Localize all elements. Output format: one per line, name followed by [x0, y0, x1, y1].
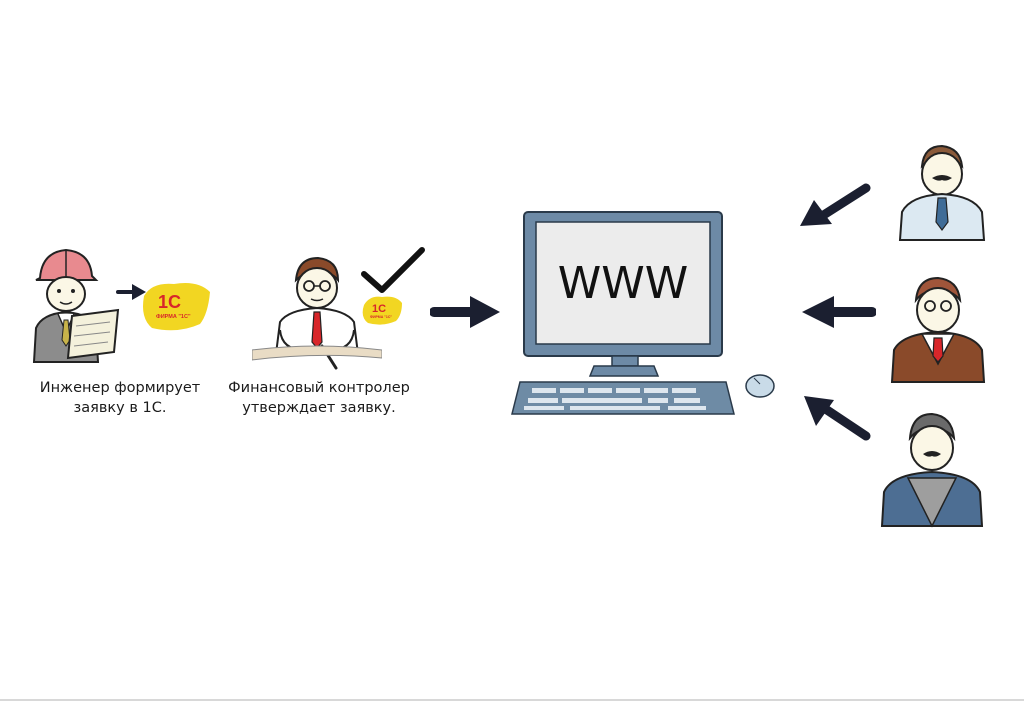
arrow-from-user-icon — [800, 183, 871, 226]
logo-1c-text: 1С — [158, 292, 181, 312]
logo-1c-small-sub: ФИРМА "1С" — [370, 315, 392, 319]
arrow-to-computer-icon — [430, 296, 500, 328]
screen-text: WWW — [558, 258, 689, 309]
arrow-from-user-icon — [802, 296, 876, 328]
user-icon — [898, 144, 986, 241]
computer-icon: WWW — [511, 211, 775, 415]
arrow-icon — [116, 284, 146, 300]
bottom-border — [0, 699, 1024, 701]
logo-1c-sub: ФИРМА "1С" — [156, 314, 191, 320]
user-icon — [890, 276, 986, 383]
checkmark-icon — [361, 247, 425, 293]
controller-caption: Финансовый контролер утверждает заявку. — [228, 380, 410, 416]
mouse-icon — [745, 374, 775, 398]
engineer-icon — [32, 248, 120, 363]
arrow-from-user-icon — [804, 396, 871, 441]
controller-icon — [252, 256, 382, 370]
engineer-caption: Инженер формирует заявку в 1С. — [39, 380, 201, 416]
logo-1c-icon: 1С ФИРМА "1С" — [143, 283, 210, 331]
logo-1c-small-icon: 1С ФИРМА "1С" — [362, 296, 402, 325]
user-icon — [880, 412, 984, 528]
logo-1c-small-text: 1С — [372, 303, 386, 315]
